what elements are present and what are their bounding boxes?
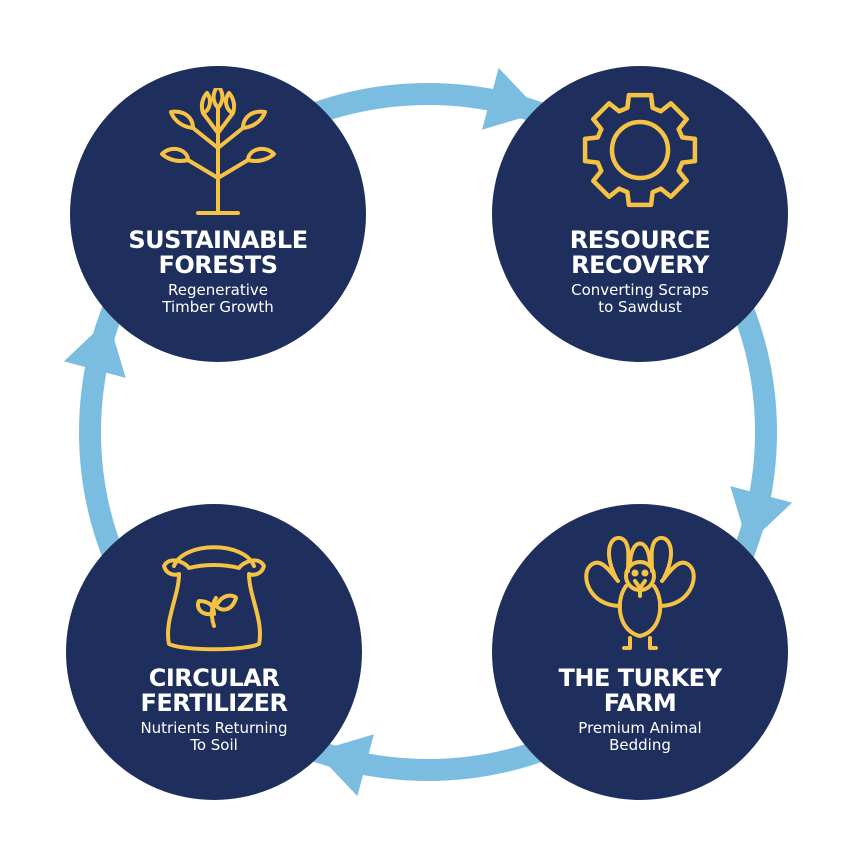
arrowhead <box>63 319 126 378</box>
gear-icon <box>582 92 698 208</box>
fertilizer-bag-icon <box>162 545 266 652</box>
cycle-ring <box>79 83 777 781</box>
arrowhead <box>315 734 374 797</box>
arrowhead <box>730 486 793 545</box>
turkey-icon <box>584 535 696 650</box>
arrowhead <box>482 67 541 130</box>
sapling-icon <box>160 88 276 215</box>
